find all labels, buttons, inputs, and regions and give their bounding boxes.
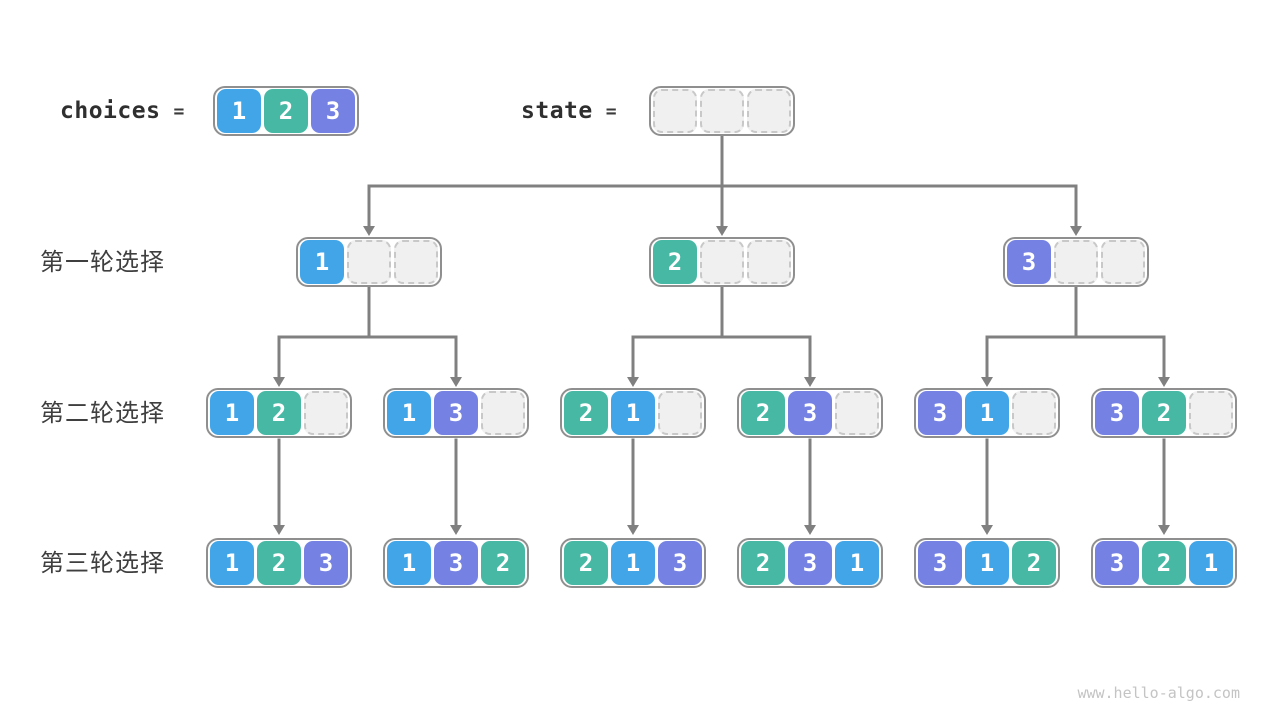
choice-cell-1: 1: [300, 240, 344, 284]
choice-cell-2: 2: [741, 391, 785, 435]
choice-cell-2: 2: [564, 391, 608, 435]
empty-cell: [1189, 391, 1233, 435]
choice-cell-3: 3: [918, 541, 962, 585]
choice-cell-1: 1: [387, 391, 431, 435]
choice-cell-1: 1: [1189, 541, 1233, 585]
state-expression: state =: [521, 86, 617, 136]
empty-cell: [1101, 240, 1145, 284]
empty-cell: [747, 240, 791, 284]
empty-cell: [658, 391, 702, 435]
choice-cell-3: 3: [311, 89, 355, 133]
choice-cell-1: 1: [611, 541, 655, 585]
state-box-r1-n2: 2: [649, 237, 795, 287]
choice-cell-1: 1: [965, 541, 1009, 585]
empty-cell: [700, 89, 744, 133]
choice-cell-2: 2: [1142, 391, 1186, 435]
empty-cell: [700, 240, 744, 284]
state-box-state-root: [649, 86, 795, 136]
round-label-1: 第一轮选择: [40, 248, 165, 276]
empty-cell: [1054, 240, 1098, 284]
choice-cell-1: 1: [210, 541, 254, 585]
choice-cell-3: 3: [788, 391, 832, 435]
choice-cell-2: 2: [741, 541, 785, 585]
empty-cell: [1012, 391, 1056, 435]
choice-cell-2: 2: [653, 240, 697, 284]
choices-label: choices: [60, 98, 161, 124]
empty-cell: [747, 89, 791, 133]
choice-cell-3: 3: [304, 541, 348, 585]
round-label-3: 第三轮选择: [40, 549, 165, 577]
choice-cell-1: 1: [217, 89, 261, 133]
choice-cell-1: 1: [387, 541, 431, 585]
choice-cell-2: 2: [1012, 541, 1056, 585]
choice-cell-2: 2: [257, 541, 301, 585]
round-label-2: 第二轮选择: [40, 399, 165, 427]
watermark: www.hello-algo.com: [1077, 684, 1240, 702]
choice-cell-2: 2: [564, 541, 608, 585]
choice-cell-3: 3: [1007, 240, 1051, 284]
empty-cell: [481, 391, 525, 435]
choice-cell-2: 2: [257, 391, 301, 435]
empty-cell: [653, 89, 697, 133]
state-box-r1-n3: 3: [1003, 237, 1149, 287]
choice-cell-2: 2: [481, 541, 525, 585]
choice-cell-1: 1: [965, 391, 1009, 435]
choice-cell-1: 1: [835, 541, 879, 585]
choice-cell-3: 3: [788, 541, 832, 585]
choice-cell-3: 3: [434, 541, 478, 585]
choice-cell-1: 1: [210, 391, 254, 435]
choice-cell-3: 3: [918, 391, 962, 435]
empty-cell: [394, 240, 438, 284]
choice-cell-3: 3: [658, 541, 702, 585]
state-label: state: [521, 98, 593, 124]
choice-cell-3: 3: [1095, 391, 1139, 435]
choice-cell-3: 3: [1095, 541, 1139, 585]
equals-sign: =: [605, 100, 617, 122]
choice-cell-2: 2: [264, 89, 308, 133]
empty-cell: [347, 240, 391, 284]
choices-expression: choices =: [60, 86, 184, 136]
equals-sign: =: [173, 100, 185, 122]
empty-cell: [835, 391, 879, 435]
choice-cell-3: 3: [434, 391, 478, 435]
empty-cell: [304, 391, 348, 435]
choice-cell-2: 2: [1142, 541, 1186, 585]
state-box-r1-n1: 1: [296, 237, 442, 287]
choice-cell-1: 1: [611, 391, 655, 435]
